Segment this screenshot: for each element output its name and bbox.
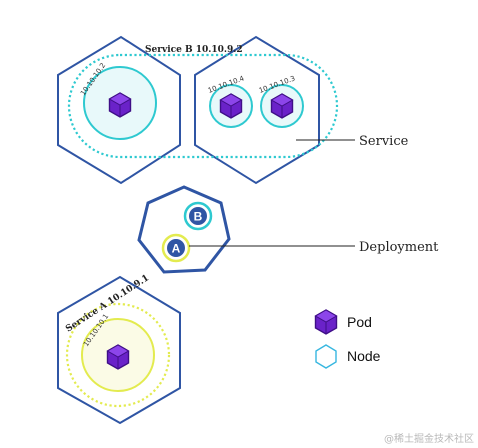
pod-icon-bottom — [106, 344, 130, 370]
deployment-callout-label: Deployment — [359, 240, 439, 255]
service-a-boundary — [65, 302, 171, 408]
legend-node-icon — [315, 344, 337, 369]
pod-icon-right-1 — [219, 93, 243, 119]
pod-icon-left-top — [108, 92, 132, 118]
badge-b-letter: B — [194, 210, 203, 224]
deployment-badge-a: A — [161, 233, 191, 263]
legend-pod-label: Pod — [347, 314, 372, 330]
service-b-label: Service B 10.10.9.2 — [145, 45, 243, 55]
pod-icon-right-2 — [270, 93, 294, 119]
legend-pod-icon — [314, 309, 338, 335]
legend-node-label: Node — [347, 348, 381, 364]
service-callout-label: Service — [359, 134, 409, 149]
watermark: @稀土掘金技术社区 — [384, 432, 474, 445]
node-hexagon-left — [57, 35, 181, 185]
service-b-boundary — [67, 53, 339, 159]
badge-a-letter: A — [172, 242, 181, 256]
deployment-badge-b: B — [183, 201, 213, 231]
node-hexagon-bottom — [57, 275, 181, 425]
